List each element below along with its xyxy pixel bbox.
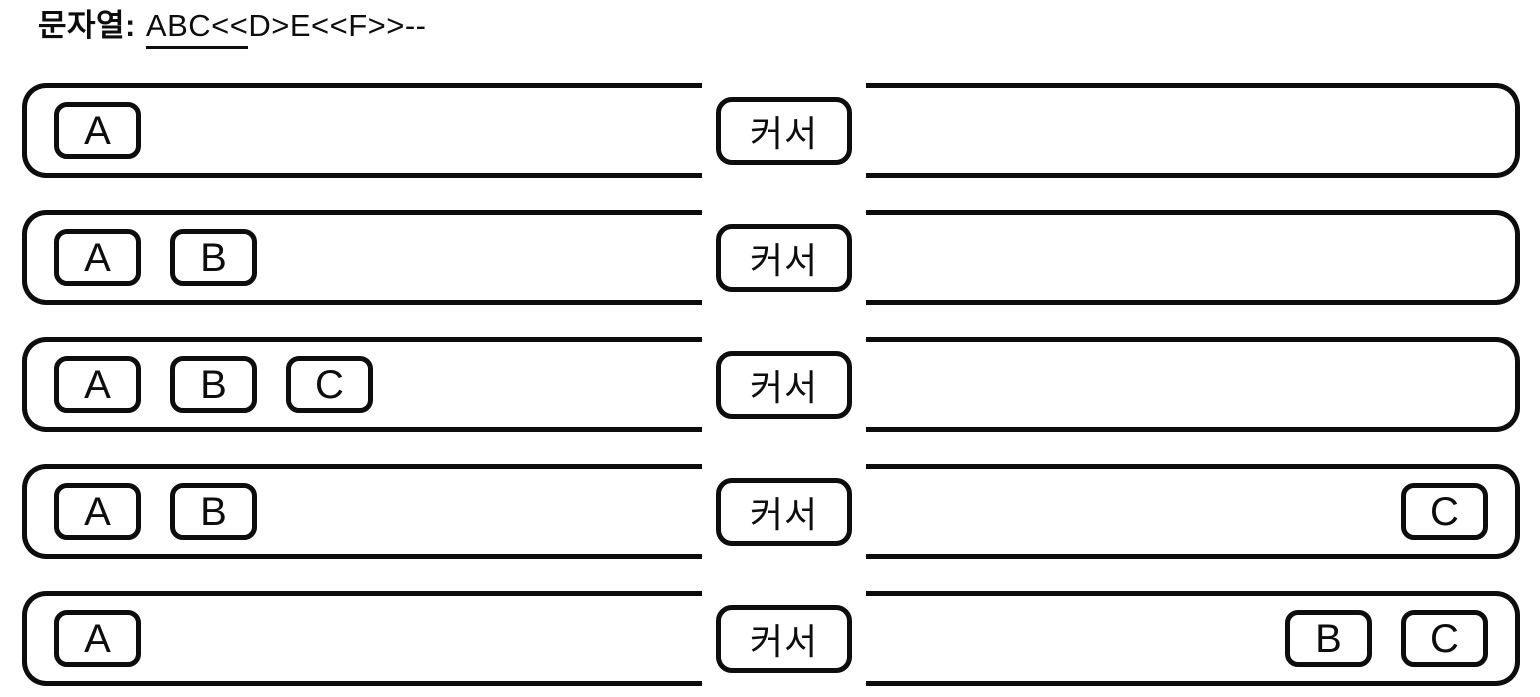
char-box-a: A	[54, 356, 141, 413]
cursor-box: 커서	[716, 604, 852, 673]
right-track	[866, 337, 1520, 432]
char-box-a: A	[54, 483, 141, 540]
char-box-c: C	[286, 356, 373, 413]
right-track	[866, 210, 1520, 305]
char-box-b: B	[170, 229, 257, 286]
cursor-box: 커서	[716, 96, 852, 165]
right-track: C	[866, 464, 1520, 559]
string-title: 문자열: ABC<<D>E<<F>>--	[38, 6, 427, 49]
cursor-box-label: 커서	[749, 620, 819, 662]
left-track: A	[22, 591, 702, 686]
cursor-box-label: 커서	[749, 493, 819, 535]
char-box-c: C	[1401, 483, 1488, 540]
char-box-b: B	[1285, 610, 1372, 667]
string-remaining-chars: D>E<<F>>--	[248, 8, 427, 43]
cursor-box: 커서	[716, 350, 852, 419]
string-processed-chars: ABC<<	[145, 6, 249, 49]
char-box-b: B	[170, 356, 257, 413]
char-box-c: C	[1401, 610, 1488, 667]
cursor-box: 커서	[716, 223, 852, 292]
char-box-b: B	[170, 483, 257, 540]
cursor-box-label: 커서	[749, 239, 819, 281]
char-box-a: A	[54, 229, 141, 286]
left-track: A	[22, 83, 702, 178]
char-box-a: A	[54, 610, 141, 667]
right-track	[866, 83, 1520, 178]
editor-row: A 커서	[22, 83, 1520, 178]
cursor-box: 커서	[716, 477, 852, 546]
char-box-a: A	[54, 102, 141, 159]
string-title-label: 문자열:	[38, 8, 136, 43]
cursor-box-label: 커서	[749, 366, 819, 408]
cursor-box-label: 커서	[749, 112, 819, 154]
